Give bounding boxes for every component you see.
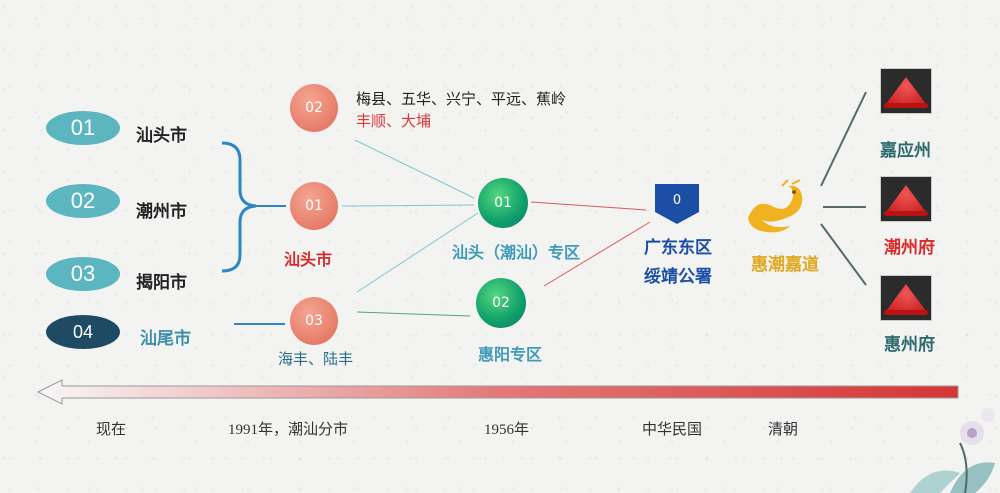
timeline-label-minguo: 中华民国 — [642, 422, 703, 438]
line-to-huizhou — [820, 223, 867, 286]
list-city-shanwei: 汕尾市 — [140, 329, 191, 349]
county-label-shantou: 汕头市 — [284, 252, 333, 269]
counties-meizhou-line1: 梅县、五华、兴宁、平远、蕉岭 — [356, 91, 567, 108]
minguo-line2: 绥靖公署 — [644, 267, 712, 286]
county-circle-01: 01 — [290, 182, 338, 230]
timeline-label-1991: 1991年，潮汕分市 — [228, 422, 349, 438]
timeline-arrow — [36, 379, 959, 405]
qing-circuit-label: 惠潮嘉道 — [751, 255, 819, 274]
list-city-chaozhou: 潮州市 — [136, 202, 187, 222]
list-pill-03: 03 — [46, 257, 120, 291]
counties-meizhou-line2: 丰顺、大埔 — [356, 113, 432, 130]
line-02-to-d01 — [354, 139, 475, 199]
line-to-jiaying — [820, 91, 867, 187]
line-d01-to-minguo — [530, 201, 647, 211]
timeline-label-now: 现在 — [96, 422, 127, 438]
hat-icon-huizhou — [880, 275, 932, 321]
bracket-line — [221, 141, 257, 273]
list-pill-01: 01 — [46, 111, 120, 145]
list-pill-02: 02 — [46, 184, 120, 218]
county-circle-02: 02 — [290, 84, 338, 132]
dragon-icon — [748, 179, 803, 233]
list-city-jieyang: 揭阳市 — [136, 273, 187, 293]
timeline-label-1956: 1956年 — [484, 422, 530, 438]
line-03-to-d02 — [356, 311, 471, 317]
county-circle-03: 03 — [290, 297, 338, 345]
minguo-line1: 广东东区 — [644, 238, 712, 257]
hat-icon-chaozhou — [880, 176, 932, 222]
line-03-to-d01 — [356, 212, 479, 293]
prefecture-huizhou: 惠州府 — [884, 335, 935, 355]
prefecture-jiaying: 嘉应州 — [880, 141, 931, 161]
list-pill-04: 04 — [46, 315, 120, 349]
district-label-chaoshan: 汕头（潮汕）专区 — [452, 245, 581, 262]
hat-icon-jiaying — [880, 68, 932, 114]
county-label-haifeng: 海丰、陆丰 — [278, 351, 354, 368]
district-circle-01: 01 — [478, 178, 528, 228]
district-circle-02: 02 — [476, 278, 526, 328]
list-city-shantou: 汕头市 — [136, 126, 187, 146]
flower-decoration-icon — [910, 408, 995, 493]
line-01-to-d01 — [341, 204, 475, 207]
line-d02-to-minguo — [543, 221, 651, 287]
prefecture-chaozhou: 潮州府 — [884, 238, 935, 258]
timeline-label-qing: 清朝 — [768, 422, 799, 438]
district-label-huiyang: 惠阳专区 — [478, 347, 543, 364]
